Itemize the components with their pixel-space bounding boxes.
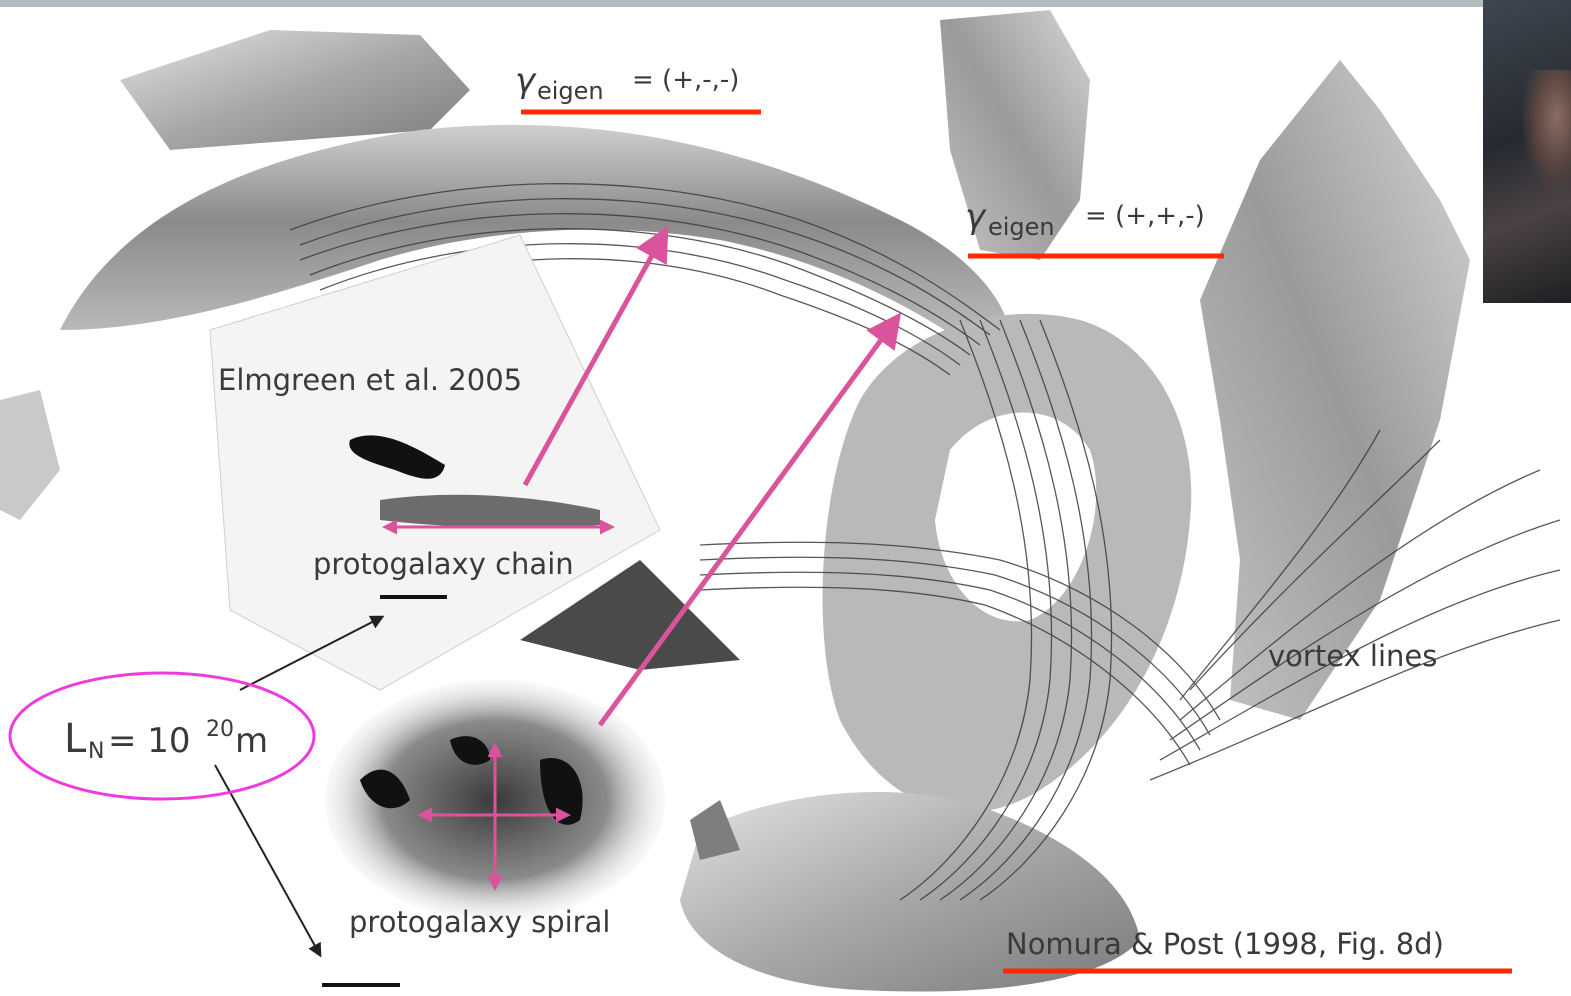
protogalaxy-chain-label: protogalaxy chain	[313, 547, 574, 581]
elmgreen-citation: Elmgreen et al. 2005	[218, 363, 522, 397]
gamma-eigen-label-1: γ eigen = (+,-,-)	[515, 61, 739, 105]
ln-equals: = 10	[108, 721, 191, 761]
gamma-1-symbol: γ	[515, 61, 537, 101]
left-edge-surface	[0, 390, 60, 520]
protogalaxy-spiral-label: protogalaxy spiral	[349, 905, 610, 939]
ln-symbol: L	[64, 716, 87, 762]
gamma-2-subscript: eigen	[988, 213, 1055, 241]
right-vertical-tube	[1200, 60, 1470, 720]
gamma-1-subscript: eigen	[537, 77, 604, 105]
ln-subscript: N	[88, 739, 104, 764]
vortex-tube-surfaces	[0, 10, 1470, 992]
vortex-lines-label: vortex lines	[1268, 639, 1437, 673]
ln-exponent: 20	[206, 717, 234, 742]
gamma-2-value: = (+,+,-)	[1085, 201, 1205, 231]
gamma-1-value: = (+,-,-)	[632, 65, 739, 95]
length-scale-label: L N = 10 20 m	[64, 716, 268, 764]
ln-unit: m	[235, 721, 268, 761]
gamma-2-symbol: γ	[965, 197, 987, 237]
nomura-post-citation: Nomura & Post (1998, Fig. 8d)	[1006, 927, 1444, 961]
lower-right-surface	[680, 792, 1140, 992]
